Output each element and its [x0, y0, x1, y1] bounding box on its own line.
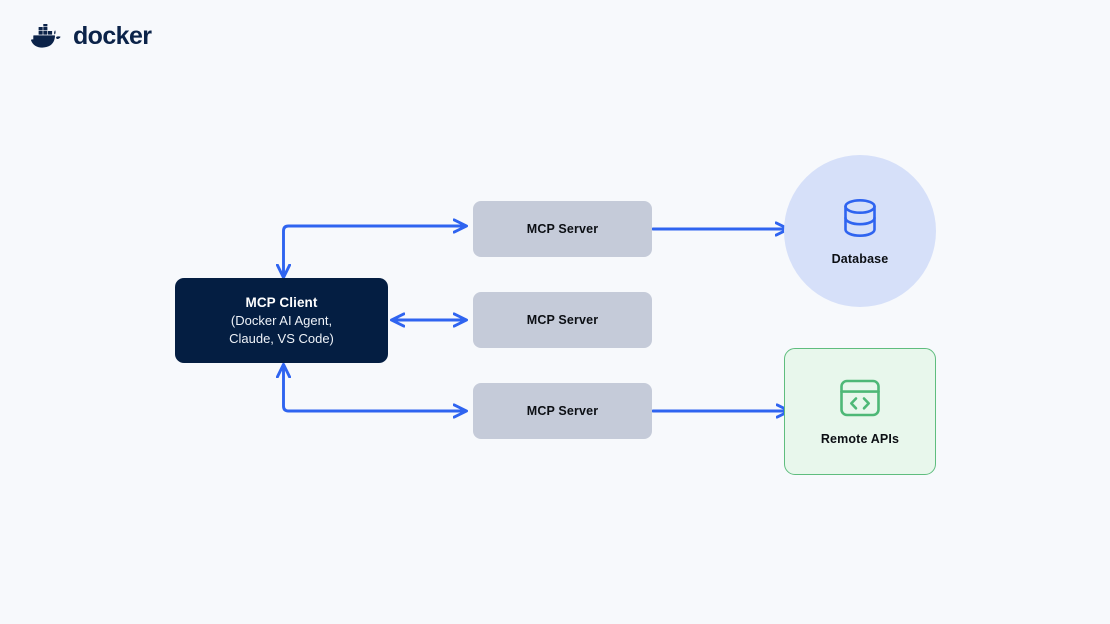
database-label: Database — [831, 252, 889, 266]
mcp-client-title: MCP Client — [245, 295, 318, 310]
docker-logo: docker — [30, 21, 152, 52]
mcp-server-node-1[interactable]: MCP Server — [473, 201, 652, 257]
connector-client-to-server-1 — [284, 226, 467, 277]
mcp-server-label: MCP Server — [526, 313, 599, 327]
mcp-server-label: MCP Server — [526, 222, 599, 236]
docker-whale-icon — [30, 23, 64, 50]
mcp-server-node-3[interactable]: MCP Server — [473, 383, 652, 439]
mcp-client-subtitle-line-2: Claude, VS Code) — [229, 331, 334, 346]
mcp-server-node-2[interactable]: MCP Server — [473, 292, 652, 348]
connector-client-to-server-3 — [284, 365, 467, 411]
docker-wordmark: docker — [73, 21, 152, 50]
database-node[interactable]: Database — [784, 155, 936, 307]
mcp-client-node[interactable]: MCP Client (Docker AI Agent, Claude, VS … — [175, 278, 388, 363]
mcp-client-subtitle-line-1: (Docker AI Agent, — [230, 313, 333, 328]
mcp-server-label: MCP Server — [526, 404, 599, 418]
code-window-icon — [837, 377, 883, 421]
database-cylinder-icon — [839, 196, 881, 242]
remote-apis-label: Remote APIs — [820, 432, 900, 446]
remote-apis-node[interactable]: Remote APIs — [784, 348, 936, 475]
